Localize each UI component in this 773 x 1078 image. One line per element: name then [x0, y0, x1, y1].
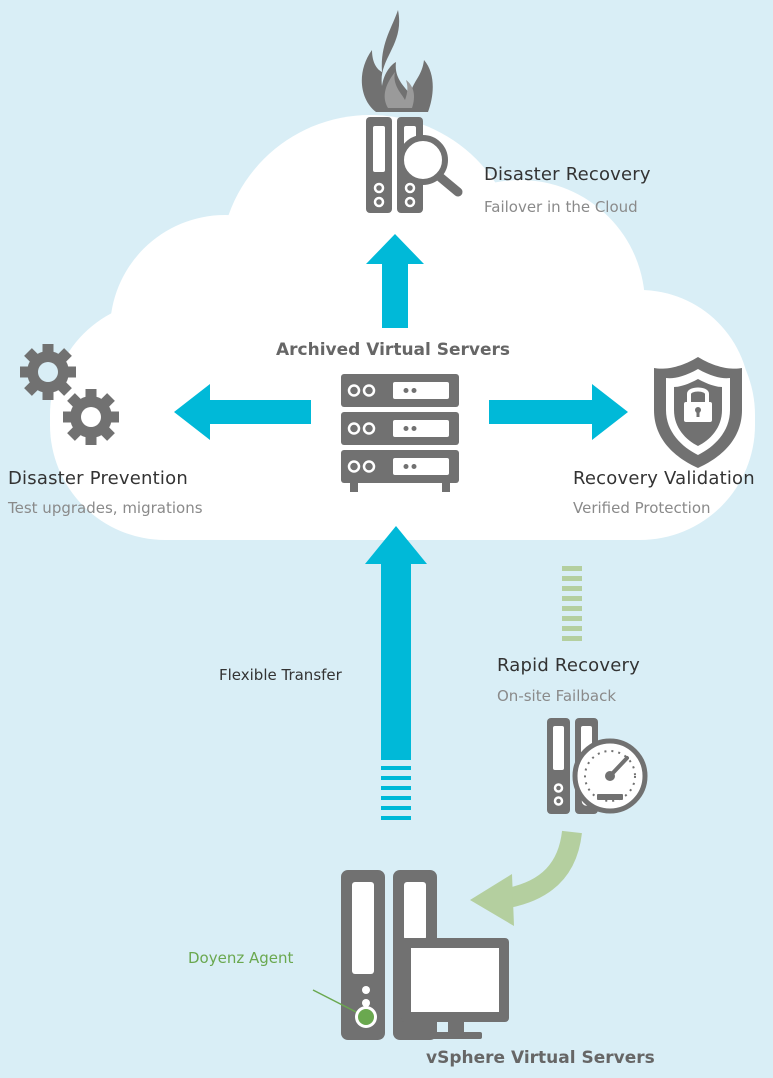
cloud-shape	[50, 115, 755, 540]
server-monitor-icon	[341, 870, 509, 1040]
disaster-recovery-subtitle: Failover in the Cloud	[484, 198, 638, 216]
arrow-transfer-up	[365, 526, 427, 820]
arrow-left-to-prevention	[174, 384, 311, 440]
flame-icon	[361, 10, 433, 112]
server-gauge-icon	[547, 718, 648, 814]
disaster-prevention-subtitle: Test upgrades, migrations	[8, 499, 203, 517]
disaster-prevention-title: Disaster Prevention	[8, 468, 188, 489]
archived-servers-title: Archived Virtual Servers	[276, 340, 511, 360]
disaster-recovery-title: Disaster Recovery	[484, 164, 651, 185]
arrow-up-to-recovery	[366, 234, 424, 328]
failback-arrow	[470, 830, 582, 926]
server-rack-icon	[341, 374, 459, 492]
shield-lock-icon	[654, 357, 742, 468]
vsphere-servers-title: vSphere Virtual Servers	[426, 1048, 655, 1068]
rapid-recovery-title: Rapid Recovery	[497, 655, 640, 676]
gears-icon	[20, 344, 119, 445]
agent-indicator	[312, 989, 377, 1028]
rapid-recovery-subtitle: On-site Failback	[497, 687, 617, 705]
failback-dashes	[562, 566, 582, 641]
doyenz-agent-label: Doyenz Agent	[188, 949, 294, 967]
arrow-right-to-validation	[489, 384, 628, 440]
server-search-icon	[366, 117, 463, 213]
recovery-validation-title: Recovery Validation	[573, 468, 755, 489]
flexible-transfer-label: Flexible Transfer	[219, 666, 342, 684]
recovery-validation-subtitle: Verified Protection	[573, 499, 711, 517]
